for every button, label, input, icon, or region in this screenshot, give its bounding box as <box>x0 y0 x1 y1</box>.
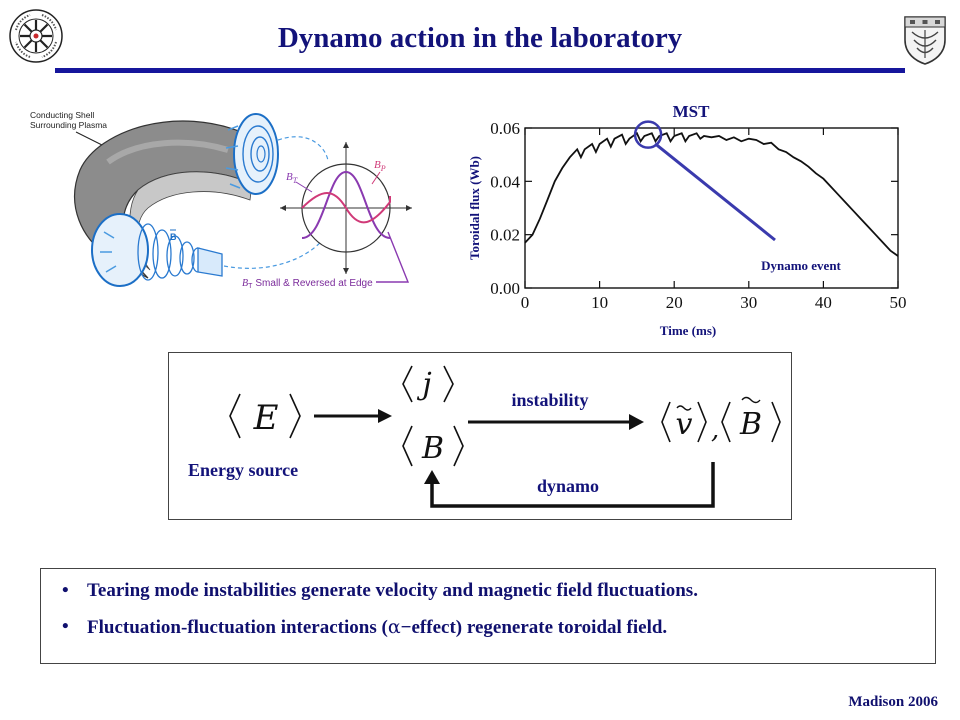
bullet-text-part2: −effect) regenerate toroidal field. <box>400 617 668 638</box>
current-bracket-term: j <box>402 365 454 403</box>
flow-diagram-frame <box>168 352 792 520</box>
chart-xtick-labels: 0 10 20 30 40 50 <box>521 293 907 312</box>
bullet-marker: • <box>62 616 69 637</box>
bp-leader <box>371 171 381 185</box>
svg-text:B: B <box>421 431 444 466</box>
dynamo-event-label: Dynamo event <box>761 258 841 273</box>
dynamo-event-pointer <box>654 142 776 242</box>
toroidal-flux-chart: MST 0 10 20 30 40 50 0.00 0.02 0.04 0.06 Dynamo … <box>467 102 907 338</box>
y-tick-label: 0.06 <box>490 119 520 138</box>
bt-label: BT <box>286 171 298 185</box>
y-tick-label: 0.00 <box>490 279 520 298</box>
center-seal-icon <box>9 9 63 63</box>
bt-leader <box>295 181 313 193</box>
shell-label-line2: Surrounding Plasma <box>30 120 107 130</box>
university-crest-icon <box>904 16 946 65</box>
lower-guide-line <box>223 231 329 269</box>
x-tick-label: 20 <box>666 293 683 312</box>
bullet-tearing-mode: • Tearing mode instabilities generate ve… <box>40 573 936 609</box>
field-bracket-term: B <box>402 425 464 467</box>
bt-profile-curve <box>301 170 391 239</box>
bullet-text-part1: Fluctuation-fluctuation interactions ( <box>87 617 388 638</box>
bullet-text: Tearing mode instabilities generate velo… <box>87 580 698 601</box>
flux-series-line <box>524 131 899 257</box>
svg-text:,: , <box>711 415 719 445</box>
b-vector-label: B <box>170 232 177 242</box>
upper-cross-section <box>233 113 279 195</box>
summary-box <box>40 568 936 664</box>
alpha-symbol: α <box>387 616 401 638</box>
svg-text:B: B <box>739 407 762 442</box>
chart-ytick-labels: 0.00 0.02 0.04 0.06 <box>490 119 520 298</box>
bp-label: BP <box>374 159 386 173</box>
bullet-alpha-effect: • Fluctuation-fluctuation interactions (… <box>40 609 936 646</box>
fluctuation-bracket-terms: v , B <box>661 396 781 445</box>
torus-highlight <box>106 139 229 165</box>
dynamo-event-circle <box>633 120 663 149</box>
x-tick-label: 0 <box>521 293 530 312</box>
chart-plot-frame <box>524 127 899 289</box>
flux-tube-end <box>197 247 223 277</box>
dynamo-label: dynamo <box>537 476 599 496</box>
x-tick-label: 50 <box>890 293 907 312</box>
bullet-marker: • <box>62 580 69 601</box>
edge-leader <box>376 231 410 283</box>
flow-diagram: E j B instability v , B Energy source dy… <box>188 365 781 508</box>
dynamo-feedback-arrow <box>430 462 715 508</box>
bp-profile-curve <box>301 192 391 224</box>
svg-text:j: j <box>416 367 431 402</box>
slide-title: Dynamo action in the laboratory <box>277 22 683 54</box>
x-tick-label: 10 <box>591 293 608 312</box>
chart-x-axis-label: Time (ms) <box>660 323 716 338</box>
title-underline <box>55 68 905 73</box>
x-tick-label: 30 <box>740 293 757 312</box>
y-tick-label: 0.04 <box>490 172 520 191</box>
torus-schematic: Conducting Shell Surrounding Plasma B BT… <box>30 110 412 290</box>
x-tick-label: 40 <box>815 293 832 312</box>
energy-bracket-term: E <box>229 393 301 439</box>
instability-label: instability <box>511 390 588 410</box>
chart-title: MST <box>673 102 711 121</box>
summary-bullets: • Tearing mode instabilities generate ve… <box>40 573 936 646</box>
shell-label-line1: Conducting Shell <box>30 110 94 120</box>
upper-guide-line <box>277 136 329 163</box>
lower-cross-section <box>91 213 149 287</box>
y-tick-label: 0.02 <box>490 226 520 245</box>
footer-venue: Madison 2006 <box>848 694 938 710</box>
svg-text:v: v <box>676 407 693 442</box>
chart-y-axis-label: Toroidal flux (Wb) <box>467 156 482 260</box>
svg-text:E: E <box>253 398 279 438</box>
energy-source-label: Energy source <box>188 460 298 480</box>
chart-ticks <box>524 127 899 289</box>
